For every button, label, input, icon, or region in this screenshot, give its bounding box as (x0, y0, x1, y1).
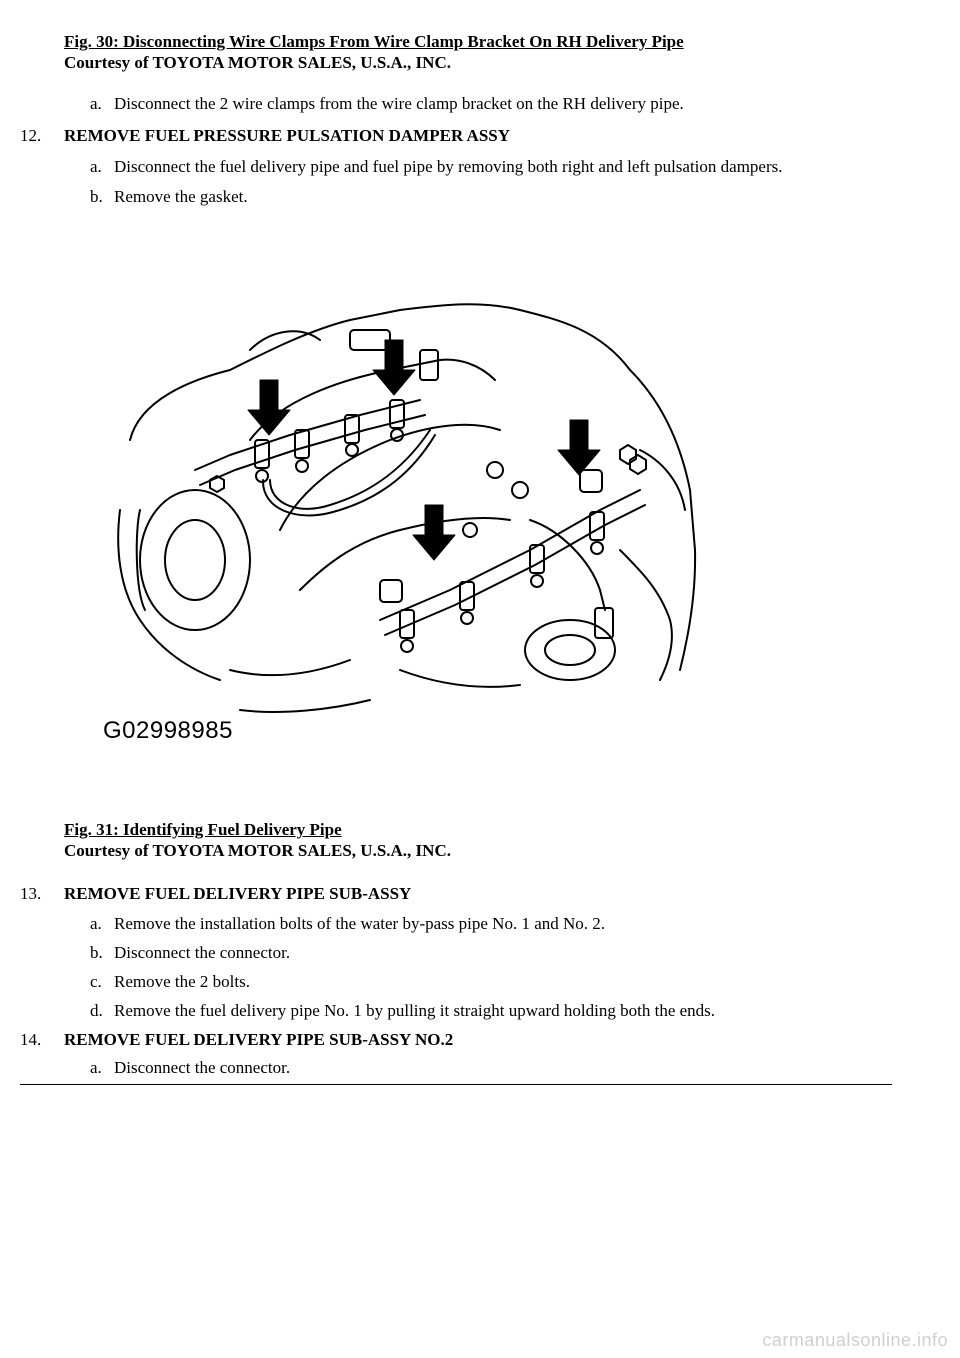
fig30-courtesy: Courtesy of TOYOTA MOTOR SALES, U.S.A., … (64, 53, 451, 72)
step13-item-b-letter: b. (90, 943, 103, 962)
page-divider (20, 1084, 892, 1085)
fig31-title: Fig. 31: Identifying Fuel Delivery Pipe (64, 820, 342, 839)
step13-item-d-text: Remove the fuel delivery pipe No. 1 by p… (114, 1001, 716, 1020)
step13-number: 13. (20, 884, 42, 903)
step14-item-a-text: Disconnect the connector. (114, 1058, 291, 1077)
step14-title: REMOVE FUEL DELIVERY PIPE SUB-ASSY NO.2 (64, 1030, 454, 1049)
step12-item-b-text: Remove the gasket. (114, 187, 248, 206)
watermark: carmanualsonline.info (762, 1330, 948, 1350)
step13-item-c-letter: c. (90, 972, 102, 991)
engine-illustration (117, 303, 697, 713)
step13-item-a-text: Remove the installation bolts of the wat… (114, 914, 606, 933)
arrow-marker-2 (247, 379, 291, 436)
step11-item-a-text: Disconnect the 2 wire clamps from the wi… (114, 94, 684, 113)
step13-item-a-letter: a. (90, 914, 102, 933)
step12-item-b-letter: b. (90, 187, 103, 206)
step11-item-a-letter: a. (90, 94, 102, 113)
step13-item-c-text: Remove the 2 bolts. (114, 972, 250, 991)
step13-item-d-letter: d. (90, 1001, 103, 1020)
fig31-courtesy: Courtesy of TOYOTA MOTOR SALES, U.S.A., … (64, 841, 451, 860)
step12-title: REMOVE FUEL PRESSURE PULSATION DAMPER AS… (64, 126, 511, 145)
fig30-title: Fig. 30: Disconnecting Wire Clamps From … (64, 32, 684, 51)
step12-item-a-text: Disconnect the fuel delivery pipe and fu… (114, 157, 783, 176)
arrow-marker-1 (372, 339, 416, 396)
figure-id-label: G02998985 (103, 717, 233, 744)
step13-item-b-text: Disconnect the connector. (114, 943, 291, 962)
step13-title: REMOVE FUEL DELIVERY PIPE SUB-ASSY (64, 884, 412, 903)
step14-number: 14. (20, 1030, 42, 1049)
step12-item-a-letter: a. (90, 157, 102, 176)
arrow-marker-3 (557, 419, 601, 476)
step12-number: 12. (20, 126, 42, 145)
arrow-marker-4 (412, 504, 456, 561)
step14-item-a-letter: a. (90, 1058, 102, 1077)
